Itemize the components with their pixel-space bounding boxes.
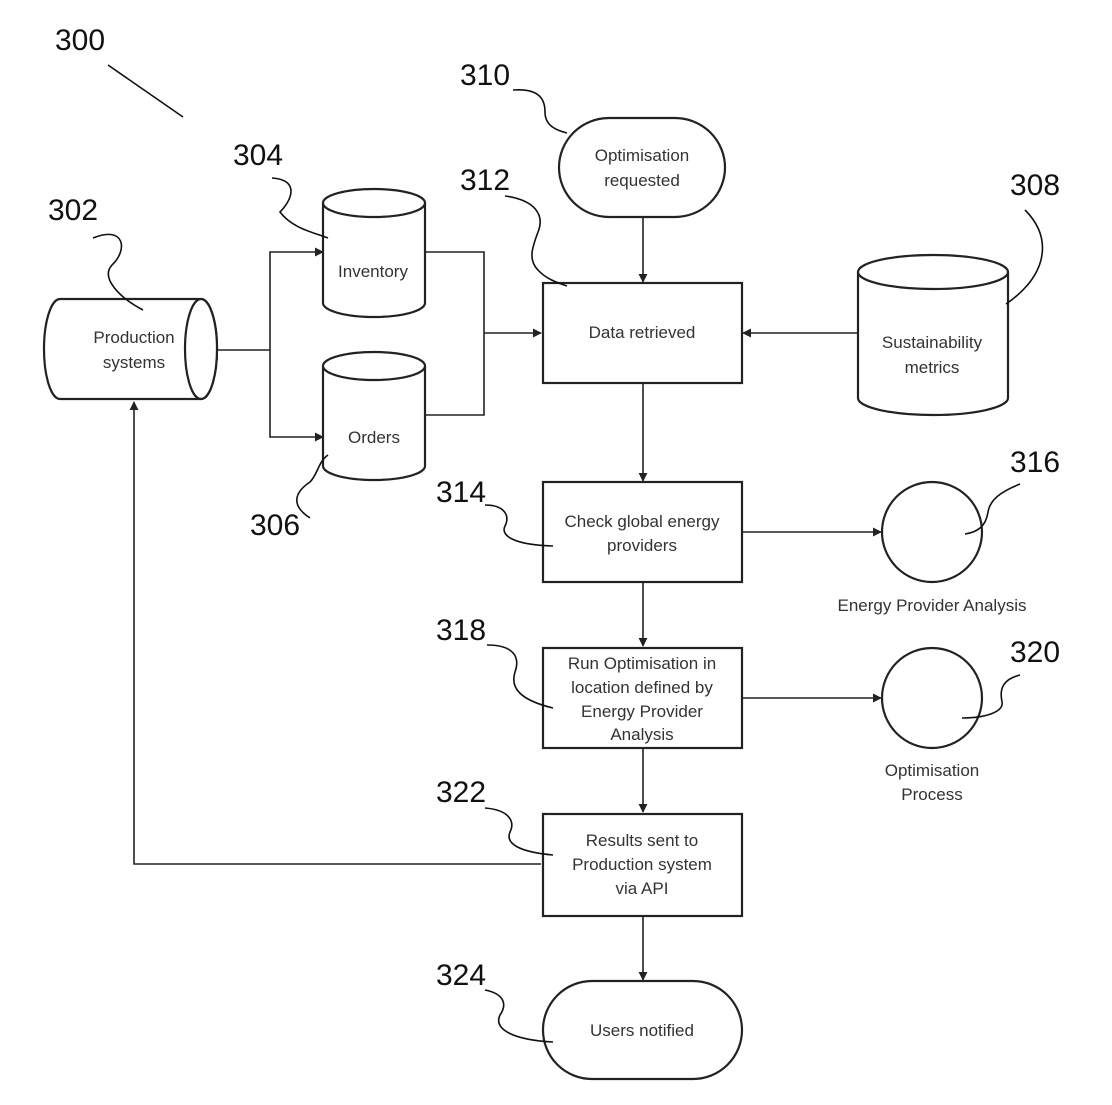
orders-node: Orders xyxy=(323,352,425,480)
run-optimisation-label-3: Energy Provider xyxy=(581,702,703,721)
data-retrieved-label: Data retrieved xyxy=(589,323,696,342)
ref-318: 318 xyxy=(436,614,486,647)
ref-320: 320 xyxy=(1010,636,1060,669)
edge-stores-merge xyxy=(425,252,484,415)
ref-312: 312 xyxy=(460,164,510,197)
orders-label: Orders xyxy=(348,428,400,447)
energy-provider-analysis-label: Energy Provider Analysis xyxy=(838,596,1027,615)
inventory-label: Inventory xyxy=(338,262,408,281)
production-systems-node: Production systems xyxy=(44,299,217,399)
results-sent-label: Results sent to xyxy=(586,831,698,850)
figure-ref-300: 300 xyxy=(55,24,105,57)
production-systems-label: Production xyxy=(93,328,174,347)
inventory-node: Inventory xyxy=(323,189,425,317)
sustainability-metrics-label: Sustainability xyxy=(882,333,983,352)
ref-304-leader xyxy=(272,178,328,238)
edge-production-to-orders xyxy=(270,350,323,437)
run-optimisation-label-4: Analysis xyxy=(610,725,673,744)
ref-316: 316 xyxy=(1010,446,1060,479)
optimisation-process-label-2: Process xyxy=(901,785,962,804)
sustainability-metrics-node: Sustainability metrics xyxy=(858,255,1008,415)
optimisation-process-node: Optimisation Process xyxy=(882,648,982,804)
results-sent-label-2: Production system xyxy=(572,855,712,874)
check-energy-providers-label-2: providers xyxy=(607,536,677,555)
sustainability-metrics-label-2: metrics xyxy=(905,358,960,377)
optimisation-requested-node: Optimisation requested xyxy=(559,118,725,217)
figure-ref-leader xyxy=(108,65,183,117)
ref-324: 324 xyxy=(436,959,486,992)
users-notified-label: Users notified xyxy=(590,1021,694,1040)
ref-322: 322 xyxy=(436,776,486,809)
results-sent-node: Results sent to Production system via AP… xyxy=(543,814,742,916)
production-systems-label-2: systems xyxy=(103,353,165,372)
ref-310-leader xyxy=(513,90,567,133)
ref-308: 308 xyxy=(1010,169,1060,202)
ref-312-leader xyxy=(505,196,567,286)
results-sent-label-3: via API xyxy=(616,879,669,898)
data-retrieved-node: Data retrieved xyxy=(543,283,742,383)
edge-production-to-inventory xyxy=(217,252,323,350)
optimisation-requested-label: Optimisation xyxy=(595,146,689,165)
ref-314: 314 xyxy=(436,476,486,509)
ref-304: 304 xyxy=(233,139,283,172)
users-notified-node: Users notified xyxy=(543,981,742,1079)
optimisation-process-label: Optimisation xyxy=(885,761,979,780)
ref-310: 310 xyxy=(460,59,510,92)
ref-302: 302 xyxy=(48,194,98,227)
ref-306: 306 xyxy=(250,509,300,542)
run-optimisation-label-2: location defined by xyxy=(571,678,713,697)
optimisation-requested-label-2: requested xyxy=(604,171,680,190)
ref-308-leader xyxy=(1006,210,1043,304)
check-energy-providers-node: Check global energy providers xyxy=(543,482,742,582)
check-energy-providers-label: Check global energy xyxy=(565,512,720,531)
run-optimisation-label: Run Optimisation in xyxy=(568,654,716,673)
run-optimisation-node: Run Optimisation in location defined by … xyxy=(543,648,742,748)
energy-provider-analysis-node: Energy Provider Analysis xyxy=(838,482,1027,615)
